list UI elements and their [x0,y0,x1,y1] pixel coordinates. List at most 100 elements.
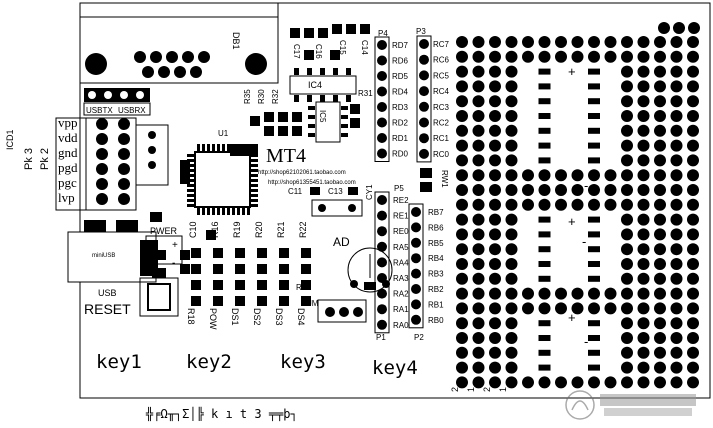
key3-label: key3 [280,351,326,373]
proto-pad [456,110,468,122]
r32-label: R32 [271,89,280,104]
proto-strip [538,275,551,282]
proto-pad [621,80,633,93]
proto-pad [456,317,468,330]
proto-pad [456,65,468,78]
component-pad [301,280,311,290]
proto-pad [538,36,551,48]
component-pad [301,264,311,274]
proto-pad [670,287,683,300]
proto-pad [456,361,468,374]
proto-pad [687,213,699,226]
component-pad [279,296,289,306]
proto-strip [588,113,600,119]
key2-label: key2 [186,351,232,373]
url-1: http://shop62102061.taobao.com [258,170,346,176]
u1-pin [187,179,194,182]
proto-pad [505,169,518,182]
port_c-pad [419,54,429,65]
port_e_a-outline [374,191,390,334]
proto-pad [522,287,534,300]
proto-pad [571,376,584,389]
proto-pad [670,36,683,48]
ic5-pin [341,115,348,119]
proto-strip [538,68,551,75]
capacitor-pad [360,24,370,34]
proto-pad [670,213,683,226]
db9-label: DB1 [231,32,241,50]
u1-pin [197,208,200,215]
proto-pad [687,154,699,167]
proto-pad [687,65,699,78]
component-pad [213,296,223,306]
proto-pad [637,80,650,93]
proto-pad [456,243,468,256]
component-pad [279,264,289,274]
proto-pad [472,184,485,196]
component-pad [180,264,190,274]
proto-pad [687,243,699,256]
proto-pad [621,65,633,78]
proto-pad [604,50,617,63]
proto-pad [604,302,617,315]
u1-pin [251,184,258,187]
proto-pad [522,302,534,315]
port_e_a-pin-ra5: RA5 [393,243,409,252]
proto-pad [538,376,551,389]
icd-pin-pgc: pgc [58,175,77,190]
proto-pad [604,287,617,300]
proto-pad [489,110,501,122]
proto-pad [687,36,699,48]
port_c-outline [416,35,432,163]
p5-label: P5 [394,184,404,193]
proto-pad [472,317,485,330]
proto-pad [637,258,650,270]
r30-label: R30 [257,89,266,104]
proto-pad [637,110,650,122]
proto-pad [637,36,650,48]
proto-pad [621,346,633,359]
proto-pad [555,50,567,63]
icd-label: ICD1 [5,129,15,150]
proto-pad [489,361,501,374]
u1-pin [207,208,210,215]
proto-pad [505,243,518,256]
part-r20: R20 [254,221,264,238]
proto-strip [588,364,600,371]
component-pad [257,264,267,274]
proto-sign: - [584,334,588,349]
proto-pad [654,346,666,359]
r31-label: R31 [358,89,373,98]
proto-pad [489,287,501,300]
footer-glyphs: ╬╒Ω╥┐Σ│╠ k ı t 3 ╤╤þ┐ [145,406,298,421]
c16-label: C16 [314,44,323,59]
icd-pads [96,118,130,205]
proto-strip [538,364,551,371]
proto-pad [505,110,518,122]
proto-pad [505,258,518,270]
icd-pad [118,163,130,175]
proto-pad [489,184,501,196]
port_c-pad [419,86,429,97]
port_d-pin-rd1: RD1 [392,134,409,143]
proto-pad [637,154,650,167]
usb-label: USB [98,288,117,298]
proto-strip [538,83,551,90]
bottom-number: 2 [450,387,460,392]
proto-pad [654,258,666,270]
c13-label: C13 [328,187,343,196]
u1-pin [187,174,194,177]
proto-pad [621,50,633,63]
port_c-pin-rc3: RC3 [433,103,450,112]
proto-pad [571,184,584,196]
proto-strip [588,83,600,90]
proto-pad [588,50,600,63]
port_b-pad [411,207,421,217]
power-plus: + [172,240,178,251]
proto-sign: + [568,310,576,325]
component-pad [235,264,245,274]
port_b-pad [411,253,421,264]
proto-pad [687,228,699,241]
led-pow: POW [208,308,218,330]
